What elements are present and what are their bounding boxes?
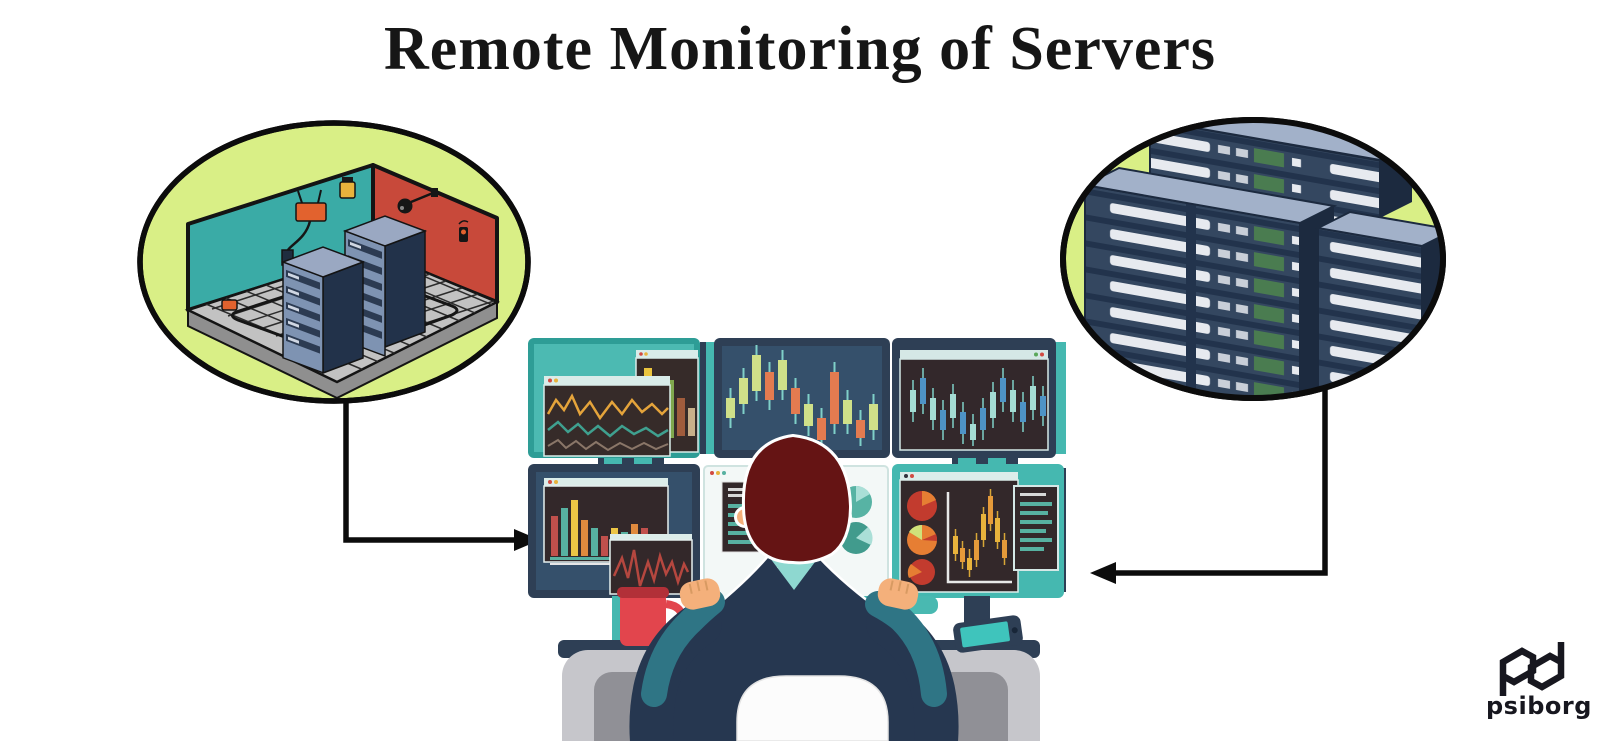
wall-sensor-icon bbox=[458, 220, 469, 242]
server-room-node bbox=[137, 120, 531, 404]
right-hand bbox=[877, 578, 919, 610]
rack-b-top bbox=[1314, 210, 1441, 248]
monitor-bottom-left bbox=[528, 464, 700, 598]
collar bbox=[770, 558, 818, 590]
left-forearm bbox=[641, 589, 725, 707]
server-racks-node bbox=[1060, 117, 1446, 401]
chart-window-candles bbox=[899, 350, 1049, 451]
arrow-right-to-center bbox=[1090, 390, 1328, 584]
arrowhead-right-icon bbox=[514, 529, 540, 551]
wifi-router-icon bbox=[281, 189, 327, 266]
rack-b-front bbox=[1317, 226, 1423, 396]
logo-p-icon bbox=[1499, 647, 1537, 696]
monitor-top-left bbox=[528, 338, 712, 458]
rack-a-top bbox=[1081, 166, 1338, 225]
cable-junction-box bbox=[221, 299, 238, 311]
status-list-panel-right bbox=[1013, 485, 1059, 571]
right-forearm bbox=[865, 591, 947, 707]
chart-window-pies-candles bbox=[899, 472, 1019, 593]
rack-a-divider bbox=[1186, 202, 1196, 396]
smartphone-icon bbox=[953, 615, 1023, 653]
alarm-sensor-icon bbox=[339, 177, 356, 199]
arrowhead-left-icon bbox=[1090, 562, 1116, 584]
psiborg-logo-glyph bbox=[1499, 642, 1565, 696]
chart-window-redline bbox=[609, 534, 693, 595]
server-racks-oval-border bbox=[1060, 117, 1446, 401]
server-rack-front bbox=[280, 246, 366, 375]
chart-window-lines bbox=[543, 376, 671, 457]
hair bbox=[741, 434, 852, 565]
arrow-left-to-center bbox=[343, 401, 540, 551]
left-hand bbox=[679, 578, 721, 610]
server-room-oval-border bbox=[137, 120, 531, 404]
server-room-scene bbox=[184, 163, 500, 399]
psiborg-logo-text: psiborg bbox=[1486, 692, 1592, 720]
monitor-bottom-right bbox=[892, 464, 1066, 598]
operator-person bbox=[629, 434, 959, 741]
rack-b-side bbox=[1422, 230, 1441, 396]
chair-back bbox=[736, 675, 889, 741]
candlestick-chart bbox=[726, 345, 878, 448]
page-title: Remote Monitoring of Servers bbox=[383, 15, 1217, 83]
security-camera-icon bbox=[397, 188, 438, 214]
logo-b-icon bbox=[1527, 642, 1565, 691]
monitor-top-right bbox=[892, 338, 1066, 458]
monitor-top-center bbox=[706, 338, 890, 458]
head bbox=[734, 434, 852, 565]
operator-workstation bbox=[528, 338, 1066, 741]
